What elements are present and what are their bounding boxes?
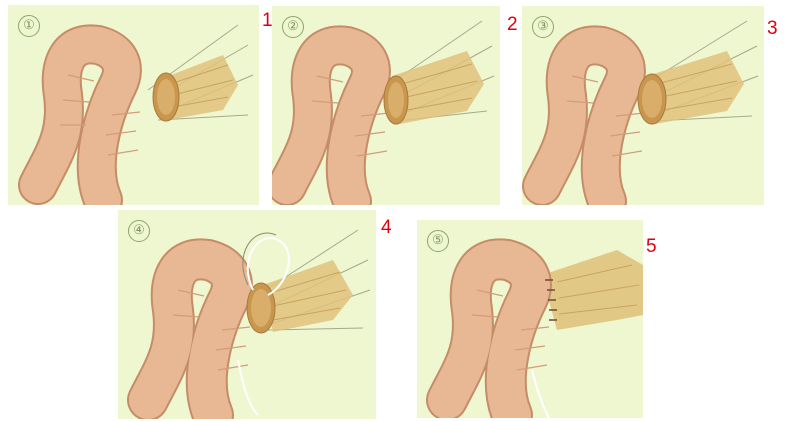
panel-step-4: ④ (118, 210, 376, 419)
step-label-1: 1 (262, 11, 273, 30)
step-label-5: 5 (646, 237, 657, 256)
step-label-2: 2 (507, 15, 518, 34)
step-number-circled: ② (282, 16, 304, 38)
illustration-step-5 (417, 220, 643, 418)
step-number-circled: ④ (128, 220, 150, 242)
illustration-step-1 (8, 5, 259, 205)
step-number-circled: ① (18, 15, 40, 37)
step-number-circled: ⑤ (427, 230, 449, 252)
panel-step-5: ⑤ (417, 220, 643, 418)
panel-step-2: ② (272, 6, 500, 205)
step-label-3: 3 (767, 19, 778, 38)
step-label-4: 4 (381, 218, 392, 237)
illustration-step-4 (118, 210, 376, 419)
illustration-step-3 (522, 6, 764, 205)
illustration-step-2 (272, 6, 500, 205)
step-number-circled: ③ (532, 16, 554, 38)
panel-step-1: ① (8, 5, 259, 205)
panel-step-3: ③ (522, 6, 764, 205)
